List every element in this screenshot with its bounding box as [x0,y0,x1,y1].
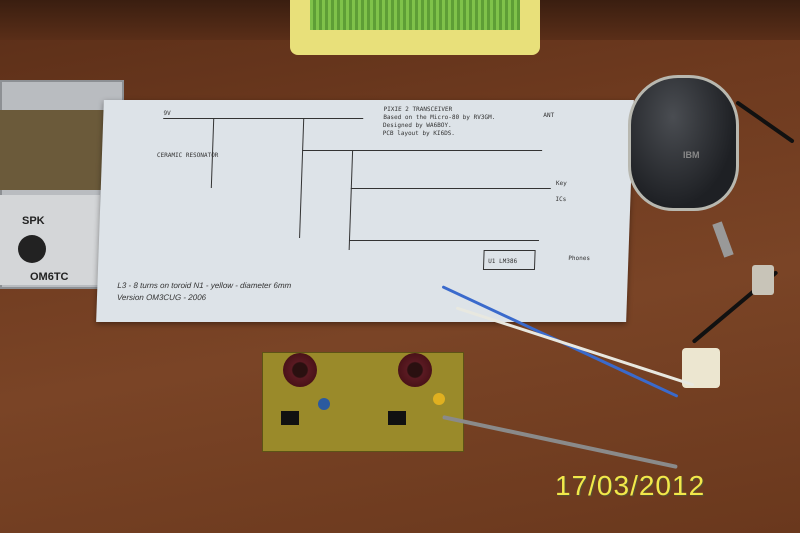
green-wire-coil [310,0,520,30]
toroid-note: L3 - 8 turns on toroid N1 - yellow - dia… [117,280,292,304]
audio-jack [712,221,734,258]
pixie-transceiver-pcb [262,352,464,452]
ic-chip [281,411,299,425]
schematic-title: PIXIE 2 TRANSCEIVER Based on the Micro-8… [383,106,496,138]
wire [348,240,539,241]
version-line: Version OM3CUG - 2006 [116,293,207,302]
supply-label: 9V [163,110,171,117]
mouse-brand: IBM [683,150,700,160]
schematic-sheet: PIXIE 2 TRANSCEIVER Based on the Micro-8… [96,100,634,322]
note-line: L3 - 8 turns on toroid N1 - yellow - dia… [117,281,292,290]
ics-label: ICs [555,196,567,203]
wire [299,118,305,238]
grey-cable [442,415,678,469]
radio-front-panel: SPK OM6TC [0,195,100,285]
capacitor [318,398,330,410]
ant-label: ANT [543,112,555,119]
callsign-label: OM6TC [30,271,69,283]
bnc-connector [752,265,774,295]
toroid-coil [398,353,432,387]
phones-label: Phones [568,255,591,262]
toroid-coil [283,353,317,387]
lm386-ic [482,250,536,270]
capacitor [433,393,445,405]
wire [350,188,551,189]
title-line: PCB layout by KI6DS. [382,130,456,137]
key-label: Key [555,180,567,187]
mouse-cable [735,100,795,144]
wire [302,150,543,151]
title-line: PIXIE 2 TRANSCEIVER [383,106,453,113]
date-stamp: 17/03/2012 [555,470,706,501]
radio-circuit-board [0,110,110,190]
wire [163,118,364,119]
resonator-label: CERAMIC RESONATOR [156,152,219,159]
title-line: Based on the Micro-80 by RV3GM. [383,114,496,121]
wire [348,150,354,250]
computer-mouse: IBM [628,75,739,211]
spk-label: SPK [22,215,45,227]
title-line: Designed by WA6BOY. [382,122,452,129]
ic-chip [388,411,406,425]
volume-knob [18,235,46,263]
